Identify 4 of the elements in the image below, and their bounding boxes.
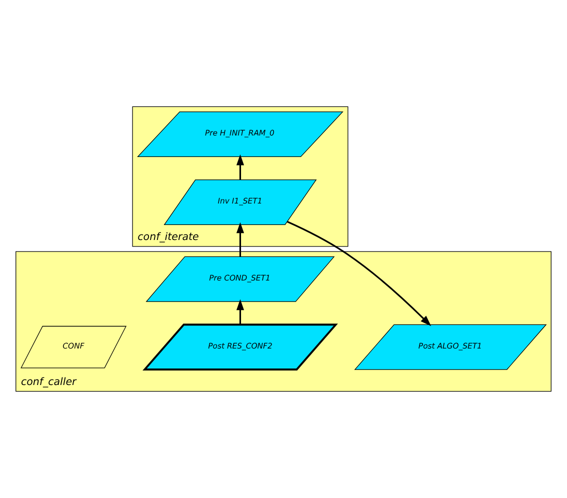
arrow xyxy=(236,299,244,325)
arrow xyxy=(236,154,244,180)
arrow xyxy=(286,220,432,326)
arrow xyxy=(236,222,244,257)
